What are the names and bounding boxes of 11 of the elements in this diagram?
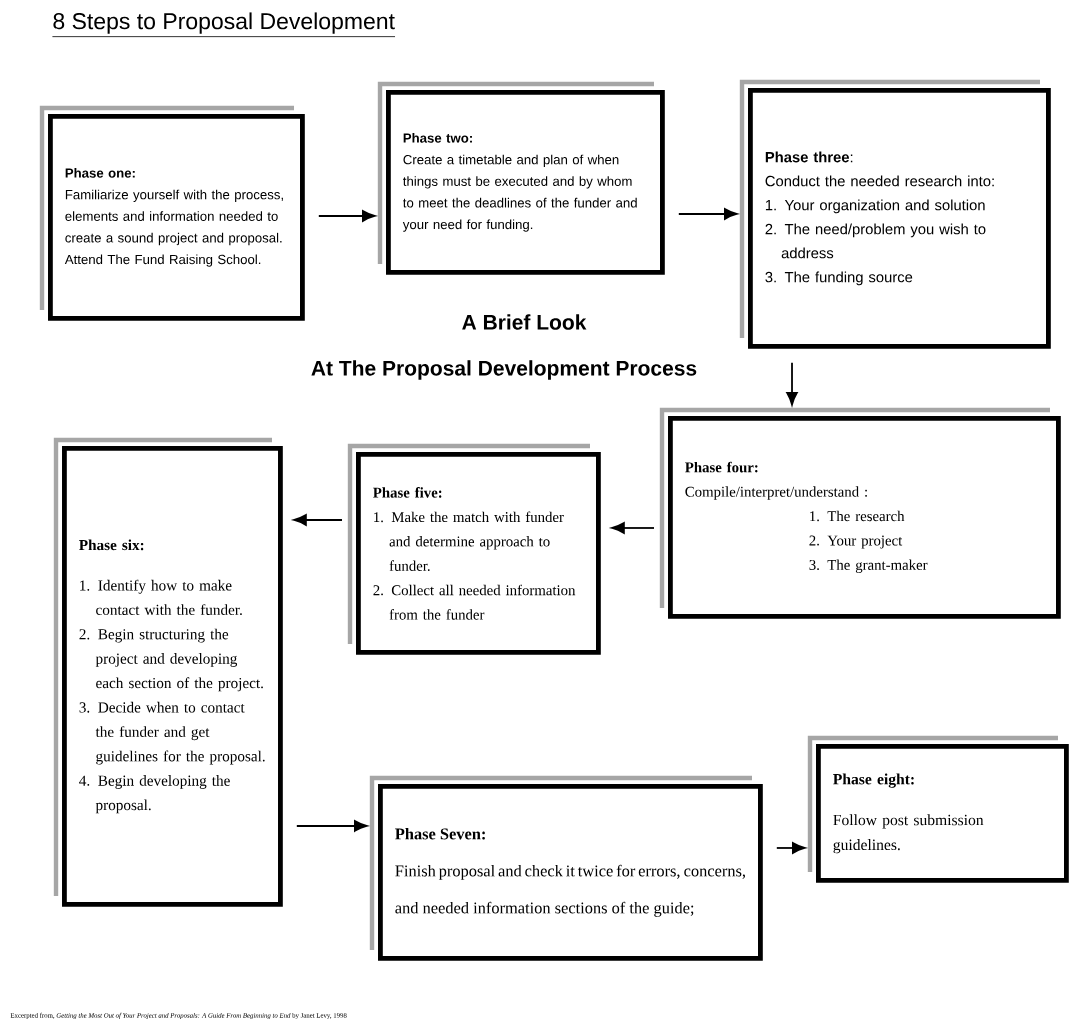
arrow: [293, 514, 343, 526]
arrow: [775, 842, 806, 854]
arrow: [317, 210, 376, 222]
arrow: [611, 522, 655, 534]
heading-text: At The Proposal Development Process: [311, 360, 697, 380]
heading-text: A Brief Look: [462, 314, 587, 330]
arrow: [295, 820, 368, 832]
arrow: [677, 208, 738, 220]
title: 8 Steps to Proposal Development: [52, 12, 396, 38]
phase-box: Phase Seven: Finish proposal and check it twice for errors, concerns, and needed information sections of the guide;: [369, 775, 763, 961]
arrow: [786, 361, 798, 406]
